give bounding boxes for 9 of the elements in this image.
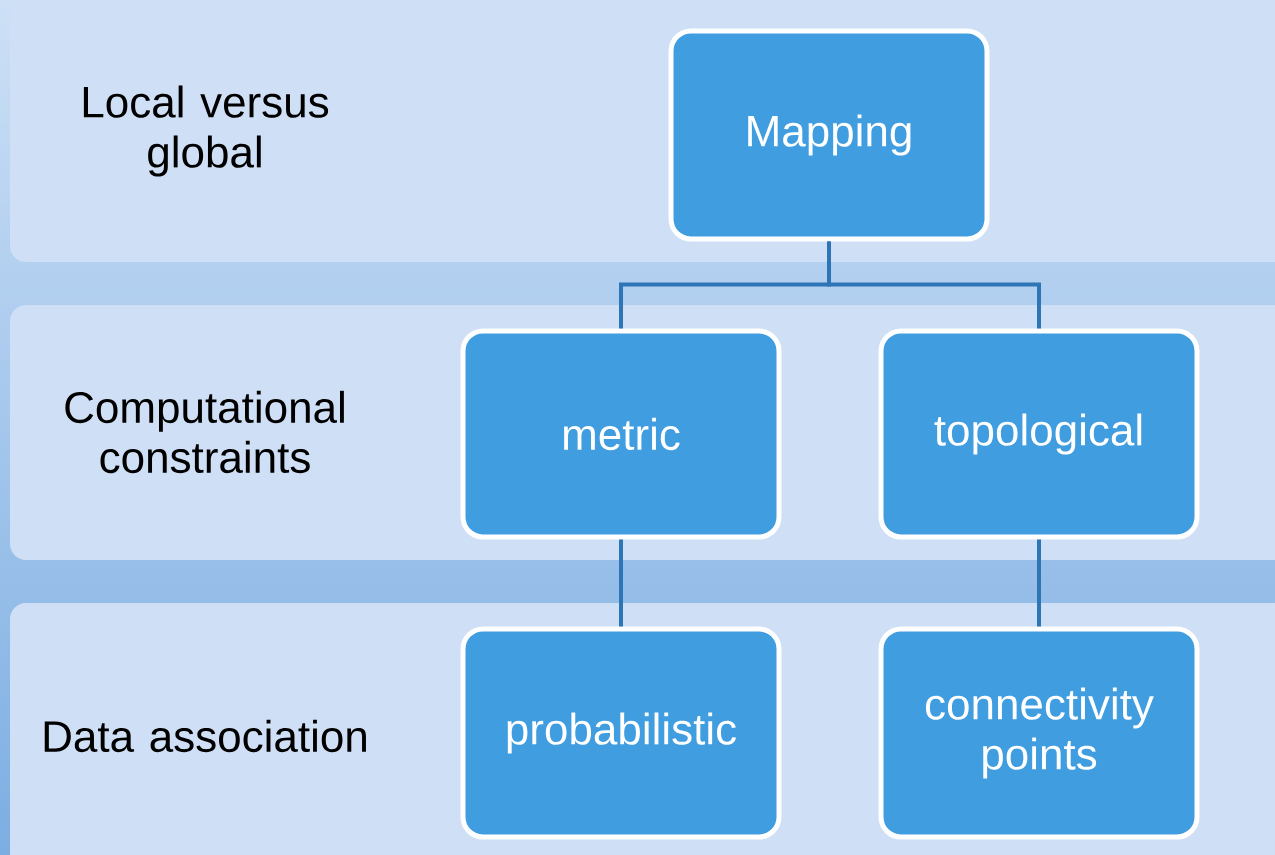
process-box: metric bbox=[460, 328, 782, 540]
process-box: Mapping bbox=[668, 28, 990, 242]
process-box: topological bbox=[878, 328, 1200, 540]
connector-line bbox=[1037, 539, 1041, 627]
process-box: connectivity points bbox=[878, 626, 1200, 840]
connector-line bbox=[827, 241, 1041, 329]
node-label: Local versus global bbox=[83, 85, 329, 177]
connector-line bbox=[619, 539, 623, 627]
process-box: probabilistic bbox=[460, 626, 782, 840]
